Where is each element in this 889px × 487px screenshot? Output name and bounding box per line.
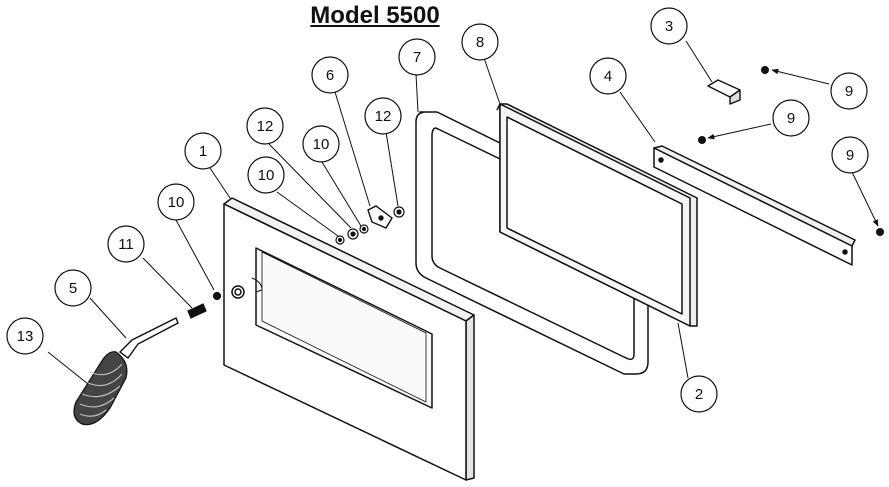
callout-12-left: 12 [246,107,284,145]
diagram-title: Model 5500 [310,2,440,29]
svg-text:9: 9 [787,110,795,127]
callout-10-left: 10 [157,183,195,221]
set-screw-part [187,303,207,319]
svg-text:4: 4 [604,68,612,85]
callout-2: 2 [680,375,718,413]
callout-1: 1 [184,132,222,170]
latch-plate-part [367,205,393,229]
svg-text:10: 10 [168,194,185,211]
handle-rod-part [118,317,179,359]
callout-9-top: 9 [830,72,868,110]
door-panel-part [223,197,475,481]
bracket-bar-part [653,145,856,266]
svg-text:12: 12 [375,108,392,125]
svg-text:9: 9 [845,83,853,100]
callout-8: 8 [461,23,499,61]
callout-9-right: 9 [831,136,869,174]
leader-lines [47,40,879,385]
callout-10-upper: 10 [302,125,340,163]
screw-parts [698,66,884,236]
svg-text:5: 5 [69,280,77,297]
callout-6: 6 [311,56,349,94]
clip-part [707,79,741,105]
callout-10-middle: 10 [247,156,285,194]
callout-13: 13 [6,317,44,355]
callout-11: 11 [107,225,145,263]
svg-text:8: 8 [476,34,484,51]
svg-text:9: 9 [846,147,854,164]
svg-text:10: 10 [258,167,275,184]
callout-9-middle: 9 [772,99,810,137]
callout-5: 5 [54,269,92,307]
spring-grip-part [73,351,128,426]
fastener-parts [212,206,405,301]
glass-frame-part [496,103,698,327]
callout-4: 4 [589,57,627,95]
callout-7: 7 [398,38,436,76]
svg-text:12: 12 [257,118,274,135]
svg-text:11: 11 [118,236,134,253]
svg-text:1: 1 [199,143,207,160]
callout-3: 3 [650,7,688,45]
svg-text:6: 6 [326,67,334,84]
svg-text:10: 10 [313,136,330,153]
svg-text:2: 2 [695,386,703,403]
svg-text:7: 7 [413,49,421,66]
svg-text:3: 3 [665,18,673,35]
callout-12-right: 12 [364,97,402,135]
svg-text:13: 13 [17,328,34,345]
